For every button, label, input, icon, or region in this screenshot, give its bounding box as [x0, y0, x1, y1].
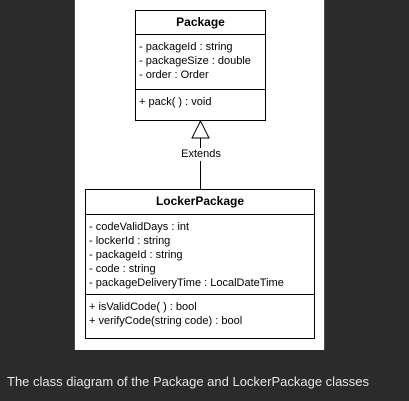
- locker-package-operation: + verifyCode(string code) : bool: [89, 315, 243, 327]
- package-attribute: - packageId : string: [139, 41, 233, 53]
- package-class-name: Package: [136, 11, 265, 35]
- figure-caption: The class diagram of the Package and Loc…: [0, 362, 409, 401]
- package-operations: + pack( ) : void: [136, 90, 265, 109]
- locker-package-attribute: - packageId : string: [89, 249, 183, 261]
- locker-package-class-box: LockerPackage - codeValidDays : int - lo…: [85, 189, 315, 339]
- extends-label: Extends: [171, 148, 231, 161]
- inheritance-connector: [191, 119, 210, 189]
- locker-package-operations: + isValidCode( ) : bool + verifyCode(str…: [86, 295, 314, 328]
- package-class-box: Package - packageId : string - packageSi…: [135, 10, 266, 121]
- locker-package-attribute: - codeValidDays : int: [89, 221, 190, 233]
- locker-package-attributes: - codeValidDays : int - lockerId : strin…: [86, 215, 314, 295]
- inheritance-arrowhead: [191, 119, 210, 139]
- diagram-canvas: Extends Package - packageId : string - p…: [74, 0, 325, 350]
- locker-package-attribute: - packageDeliveryTime : LocalDateTime: [89, 277, 284, 289]
- locker-package-attribute: - lockerId : string: [89, 235, 171, 247]
- package-attributes: - packageId : string - packageSize : dou…: [136, 35, 265, 90]
- package-attribute: - order : Order: [139, 69, 209, 81]
- locker-package-attribute: - code : string: [89, 263, 156, 275]
- locker-package-class-name: LockerPackage: [86, 190, 314, 215]
- package-operation: + pack( ) : void: [139, 96, 212, 108]
- locker-package-operation: + isValidCode( ) : bool: [89, 301, 197, 313]
- package-attribute: - packageSize : double: [139, 55, 251, 67]
